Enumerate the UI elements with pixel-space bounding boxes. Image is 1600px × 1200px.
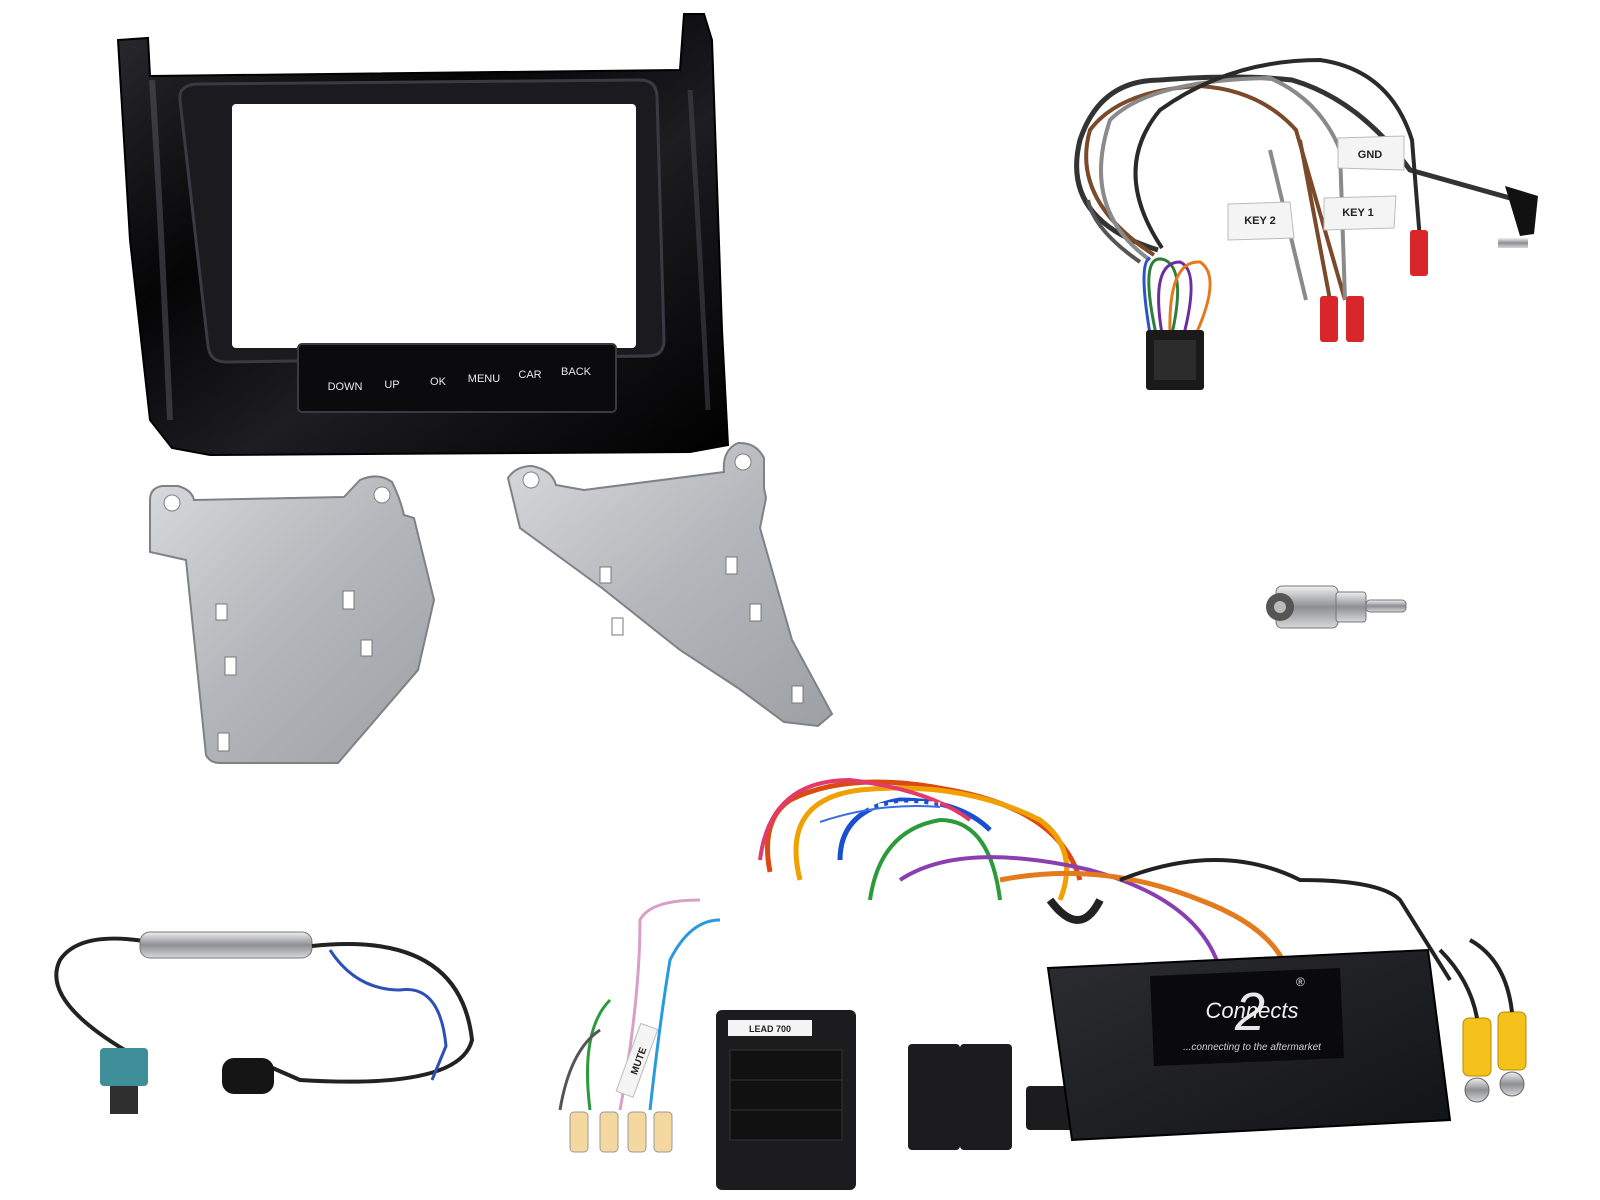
brand-number: 2 <box>1234 982 1265 1042</box>
quadlock-connector: LEAD 700 <box>716 1010 856 1190</box>
label-gnd: GND <box>1358 149 1383 161</box>
iso-speaker-connectors <box>908 1044 1074 1150</box>
label-key1: KEY 1 <box>1342 207 1374 219</box>
button-strip <box>297 343 617 413</box>
brand-name: Connects <box>1206 998 1299 1023</box>
fascia-button-down[interactable]: DOWN <box>328 381 363 393</box>
brand-tagline: ...connecting to the aftermarket <box>1183 1042 1322 1053</box>
label-lead: LEAD 700 <box>749 1024 791 1034</box>
radio-fascia: DOWN UP OK MENU CAR BACK <box>116 13 730 457</box>
screen-opening <box>232 104 636 348</box>
antenna-cable <box>54 931 475 1114</box>
label-key2: KEY 2 <box>1244 215 1276 227</box>
iso-connector-icon <box>222 1058 274 1094</box>
red-bullet-connectors <box>1320 230 1428 342</box>
mounting-bracket-right <box>506 441 834 728</box>
jack-35mm-icon <box>1498 186 1538 248</box>
fascia-button-menu[interactable]: MENU <box>468 373 500 385</box>
rca-plug-icon <box>1438 938 1527 1103</box>
mounting-bracket-left <box>149 475 436 764</box>
interface-box: 2 Connects ® ...connecting to the afterm… <box>1046 948 1452 1142</box>
main-wiring-harness: MUTE LEAD 700 2 Connects ® ...connecting… <box>558 777 1527 1190</box>
fascia-button-back[interactable]: BACK <box>561 366 592 378</box>
fascia-button-ok[interactable]: OK <box>430 376 447 388</box>
fascia-button-car[interactable]: CAR <box>518 369 541 381</box>
antenna-adapter-icon <box>1266 585 1407 629</box>
registered-mark: ® <box>1296 975 1305 989</box>
steering-control-harness: GND KEY 2 KEY 1 <box>1074 57 1538 390</box>
fascia-button-up[interactable]: UP <box>384 379 399 391</box>
